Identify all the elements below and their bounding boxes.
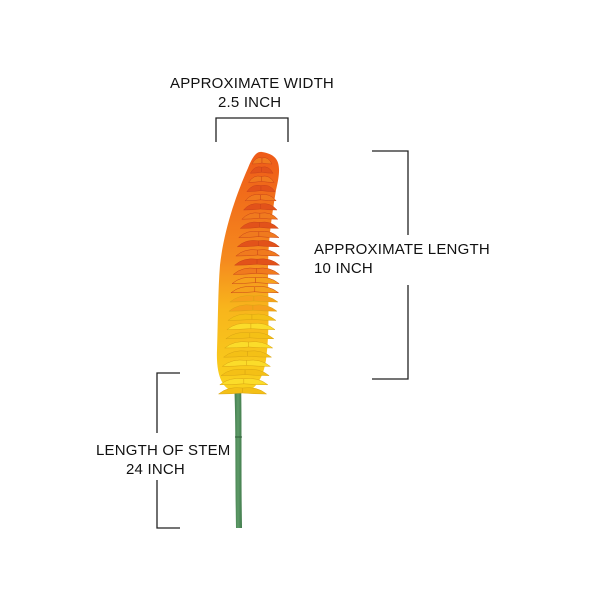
length-dimension-label: APPROXIMATE LENGTH 10 INCH	[314, 240, 490, 278]
floret	[249, 166, 262, 174]
floret	[252, 304, 278, 312]
floret	[239, 221, 260, 229]
length-value: 10 INCH	[314, 260, 373, 277]
floret	[222, 350, 248, 358]
width-bracket	[215, 117, 289, 142]
floret	[220, 368, 246, 376]
floret	[238, 230, 260, 238]
floret	[261, 175, 275, 183]
floret	[246, 184, 262, 192]
floret	[257, 249, 281, 257]
width-title: APPROXIMATE WIDTH	[170, 75, 334, 92]
stem-value: 24 INCH	[126, 461, 185, 478]
floret	[232, 267, 257, 275]
floret	[259, 221, 280, 229]
floret	[258, 240, 280, 248]
floret	[251, 313, 277, 321]
length-title: APPROXIMATE LENGTH	[314, 241, 490, 258]
floret	[229, 295, 255, 303]
floret	[231, 276, 256, 284]
floret	[256, 258, 281, 266]
floret	[233, 258, 258, 266]
floret	[243, 378, 269, 386]
floret	[225, 332, 251, 340]
floret	[251, 157, 263, 165]
floret	[235, 249, 258, 257]
floret	[221, 359, 247, 367]
floret	[230, 286, 256, 294]
floret	[260, 194, 277, 202]
floret	[246, 359, 272, 367]
floret	[217, 387, 243, 395]
floret	[258, 230, 280, 238]
floret	[256, 267, 281, 275]
floret	[236, 240, 259, 248]
floret	[244, 368, 270, 376]
floret	[249, 332, 275, 340]
width-value: 2.5 INCH	[218, 94, 282, 111]
floret	[250, 322, 276, 330]
floret	[242, 203, 261, 211]
floret	[228, 304, 254, 312]
floret	[247, 350, 273, 358]
stem-title: LENGTH OF STEM	[96, 442, 231, 459]
stem-dimension-label: LENGTH OF STEM 24 INCH	[96, 441, 230, 479]
floret	[219, 378, 245, 386]
floret	[254, 286, 280, 294]
flower-head	[216, 151, 281, 395]
floret	[261, 157, 273, 165]
floret	[253, 295, 279, 303]
stem-bracket	[156, 372, 180, 529]
width-dimension-label: APPROXIMATE WIDTH 2.5 INCH	[170, 74, 350, 112]
length-bracket	[372, 150, 409, 380]
floret	[248, 341, 274, 349]
floret	[255, 276, 280, 284]
floret	[261, 166, 274, 174]
floret	[260, 203, 278, 211]
floret	[227, 313, 253, 321]
flower-stem	[234, 380, 242, 528]
floret	[248, 175, 262, 183]
floret	[242, 387, 268, 395]
floret	[260, 184, 276, 192]
floret	[244, 194, 261, 202]
floret	[224, 341, 249, 349]
floret	[241, 212, 261, 220]
floret	[226, 322, 252, 330]
floret	[259, 212, 279, 220]
